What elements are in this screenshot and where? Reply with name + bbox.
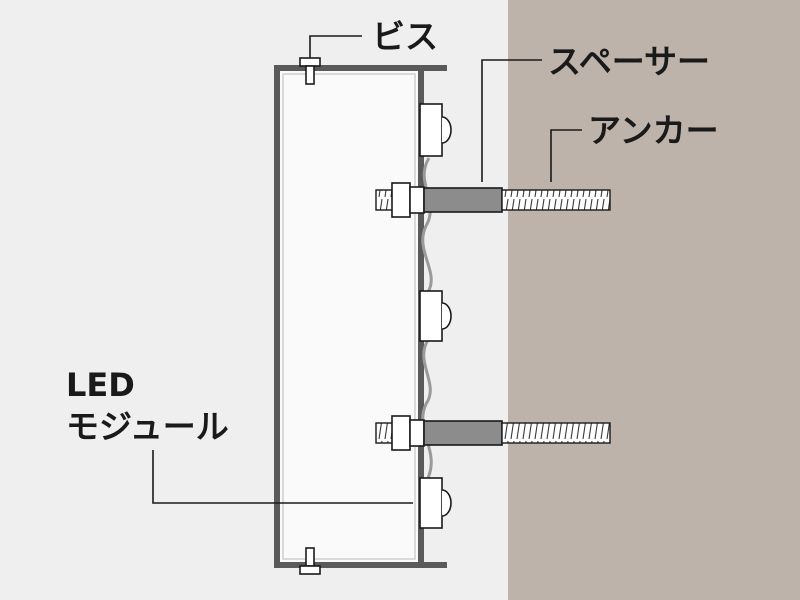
washer	[409, 419, 425, 447]
nut	[391, 415, 411, 451]
led-module-label-line1: LED	[66, 366, 135, 404]
spacer-label: スペーサー	[548, 42, 710, 81]
anchor-label: アンカー	[588, 111, 719, 150]
anchor-bolt	[501, 189, 611, 211]
led-module	[419, 290, 452, 342]
screw-leader-line	[309, 35, 362, 58]
wall	[508, 0, 800, 600]
anchor-assembly-upper	[375, 182, 611, 218]
led-wiring	[421, 157, 433, 479]
sign-panel	[274, 65, 424, 568]
spacer	[423, 187, 503, 213]
washer	[409, 186, 425, 214]
sign-panel-inner-edge	[282, 73, 416, 560]
anchor-assembly-lower	[375, 415, 611, 451]
led-module	[419, 477, 452, 529]
sign-frame	[274, 65, 447, 568]
nut	[391, 182, 411, 218]
led-module	[419, 103, 452, 157]
spacer-leader-line	[481, 59, 542, 182]
anchor-bolt	[501, 422, 611, 444]
screw-bottom	[299, 547, 321, 575]
led-module-label-line2: モジュール	[66, 407, 229, 446]
screw-label: ビス	[372, 17, 438, 56]
spacer	[423, 420, 503, 446]
anchor-leader-line	[550, 129, 582, 182]
led-module-leader-line	[152, 450, 413, 504]
